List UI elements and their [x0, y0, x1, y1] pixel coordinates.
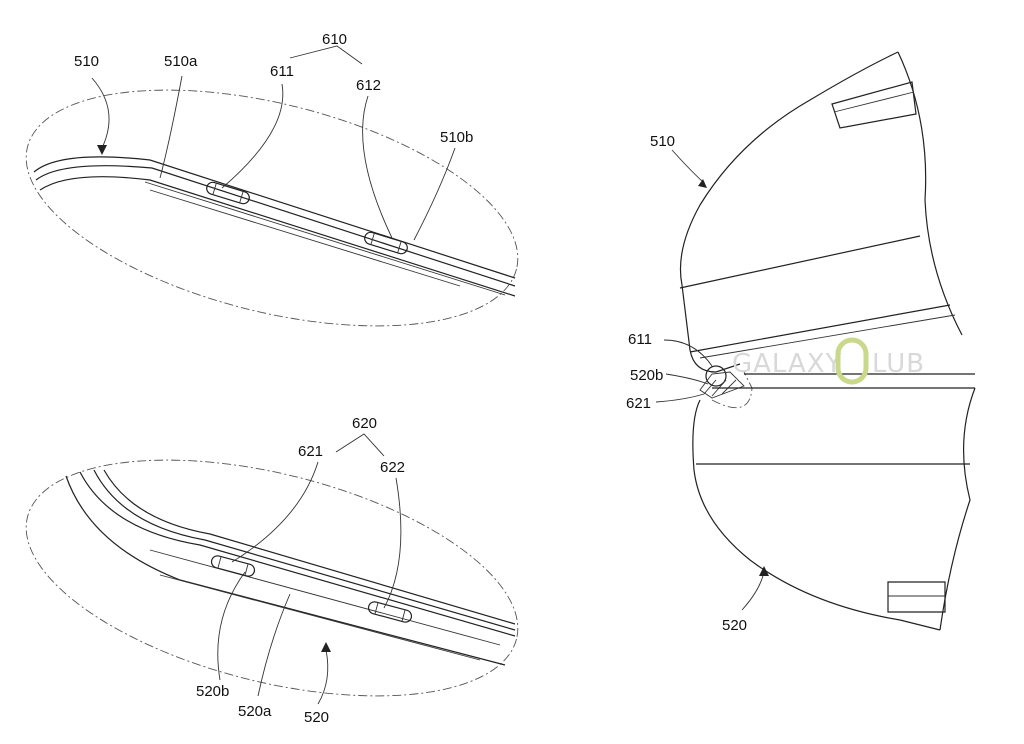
- leader-622: [383, 477, 402, 609]
- top-edge-line-3: [39, 176, 516, 297]
- label-bottom-621: 621: [298, 443, 323, 460]
- leader-510a: [159, 75, 183, 179]
- watermark-logo-icon: [835, 337, 869, 385]
- bottom-detail-circle: [25, 459, 519, 697]
- label-top-510: 510: [74, 53, 99, 70]
- leader-right-611: [663, 339, 713, 367]
- joint-hatch-520b: [699, 371, 745, 399]
- leader-right-520b: [665, 373, 709, 385]
- upper-tab: [831, 81, 917, 129]
- leader-right-510: [671, 149, 704, 183]
- bottom-edge-line-6: [159, 574, 481, 661]
- lower-tab: [887, 581, 946, 613]
- top-detail-view: 510 510a 610 611 612 510b: [25, 31, 519, 327]
- top-edge-line-1: [33, 156, 516, 279]
- leader-510b: [413, 147, 456, 241]
- label-right-611: 611: [628, 331, 652, 348]
- leader-520: [317, 649, 329, 705]
- leader-612: [362, 95, 393, 239]
- leader-right-621: [655, 393, 705, 403]
- label-right-621: 621: [626, 395, 651, 412]
- bottom-edge-line-5: [149, 549, 501, 646]
- upper-housing-band-top: [679, 235, 921, 289]
- joint-bump-611: [705, 365, 727, 387]
- bracket-610: [289, 45, 363, 65]
- lower-housing-right: [939, 387, 976, 631]
- joint-outline: [689, 349, 741, 373]
- arrow-right-520: [759, 566, 769, 576]
- upper-housing-right: [897, 51, 963, 336]
- watermark-text-right: LUB: [872, 349, 925, 379]
- label-bottom-520: 520: [304, 709, 329, 726]
- bottom-slot-621: [210, 555, 256, 577]
- label-right-520: 520: [722, 617, 747, 634]
- arrow-520: [321, 642, 331, 652]
- leader-611: [221, 83, 284, 189]
- label-bottom-520b: 520b: [196, 683, 229, 700]
- label-right-520b: 520b: [630, 367, 663, 384]
- bracket-620: [335, 433, 385, 457]
- top-edge-line-2: [35, 165, 516, 287]
- label-top-611: 611: [270, 63, 294, 80]
- bottom-slot-622: [367, 601, 413, 623]
- label-top-610: 610: [322, 31, 347, 48]
- label-top-510b: 510b: [440, 129, 473, 146]
- upper-housing-band-inner: [699, 314, 956, 359]
- leader-621: [231, 461, 319, 563]
- cross-section-view: GALAXY LUB 510 611 520b 621 520: [626, 51, 976, 634]
- bottom-edge-line-3: [103, 469, 516, 625]
- leader-520a: [257, 593, 291, 697]
- leader-510: [91, 77, 110, 149]
- bottom-edge-line-2: [93, 469, 516, 631]
- upper-housing-band-bottom: [689, 304, 951, 353]
- label-top-510a: 510a: [164, 53, 198, 70]
- label-bottom-622: 622: [380, 459, 405, 476]
- arrow-right-510: [698, 179, 707, 188]
- upper-housing-outline: [679, 51, 899, 351]
- label-bottom-520a: 520a: [238, 703, 272, 720]
- lower-housing-outline: [692, 399, 941, 631]
- label-bottom-620: 620: [352, 415, 377, 432]
- bottom-detail-view: 620 621 622 520b 520a 520: [25, 415, 519, 726]
- label-top-612: 612: [356, 77, 381, 94]
- arrow-510: [97, 145, 107, 155]
- top-slot-611: [206, 181, 250, 205]
- watermark-text-left: GALAXY: [732, 349, 843, 379]
- leader-right-520: [741, 571, 765, 611]
- top-edge-line-4: [144, 181, 506, 296]
- leader-520b: [217, 571, 246, 681]
- top-slot-612: [364, 231, 408, 255]
- top-detail-circle: [25, 89, 519, 327]
- bottom-edge-line-1: [79, 471, 516, 637]
- bottom-edge-line-4: [65, 475, 506, 666]
- top-edge-line-5: [149, 189, 461, 287]
- label-right-510: 510: [650, 133, 675, 150]
